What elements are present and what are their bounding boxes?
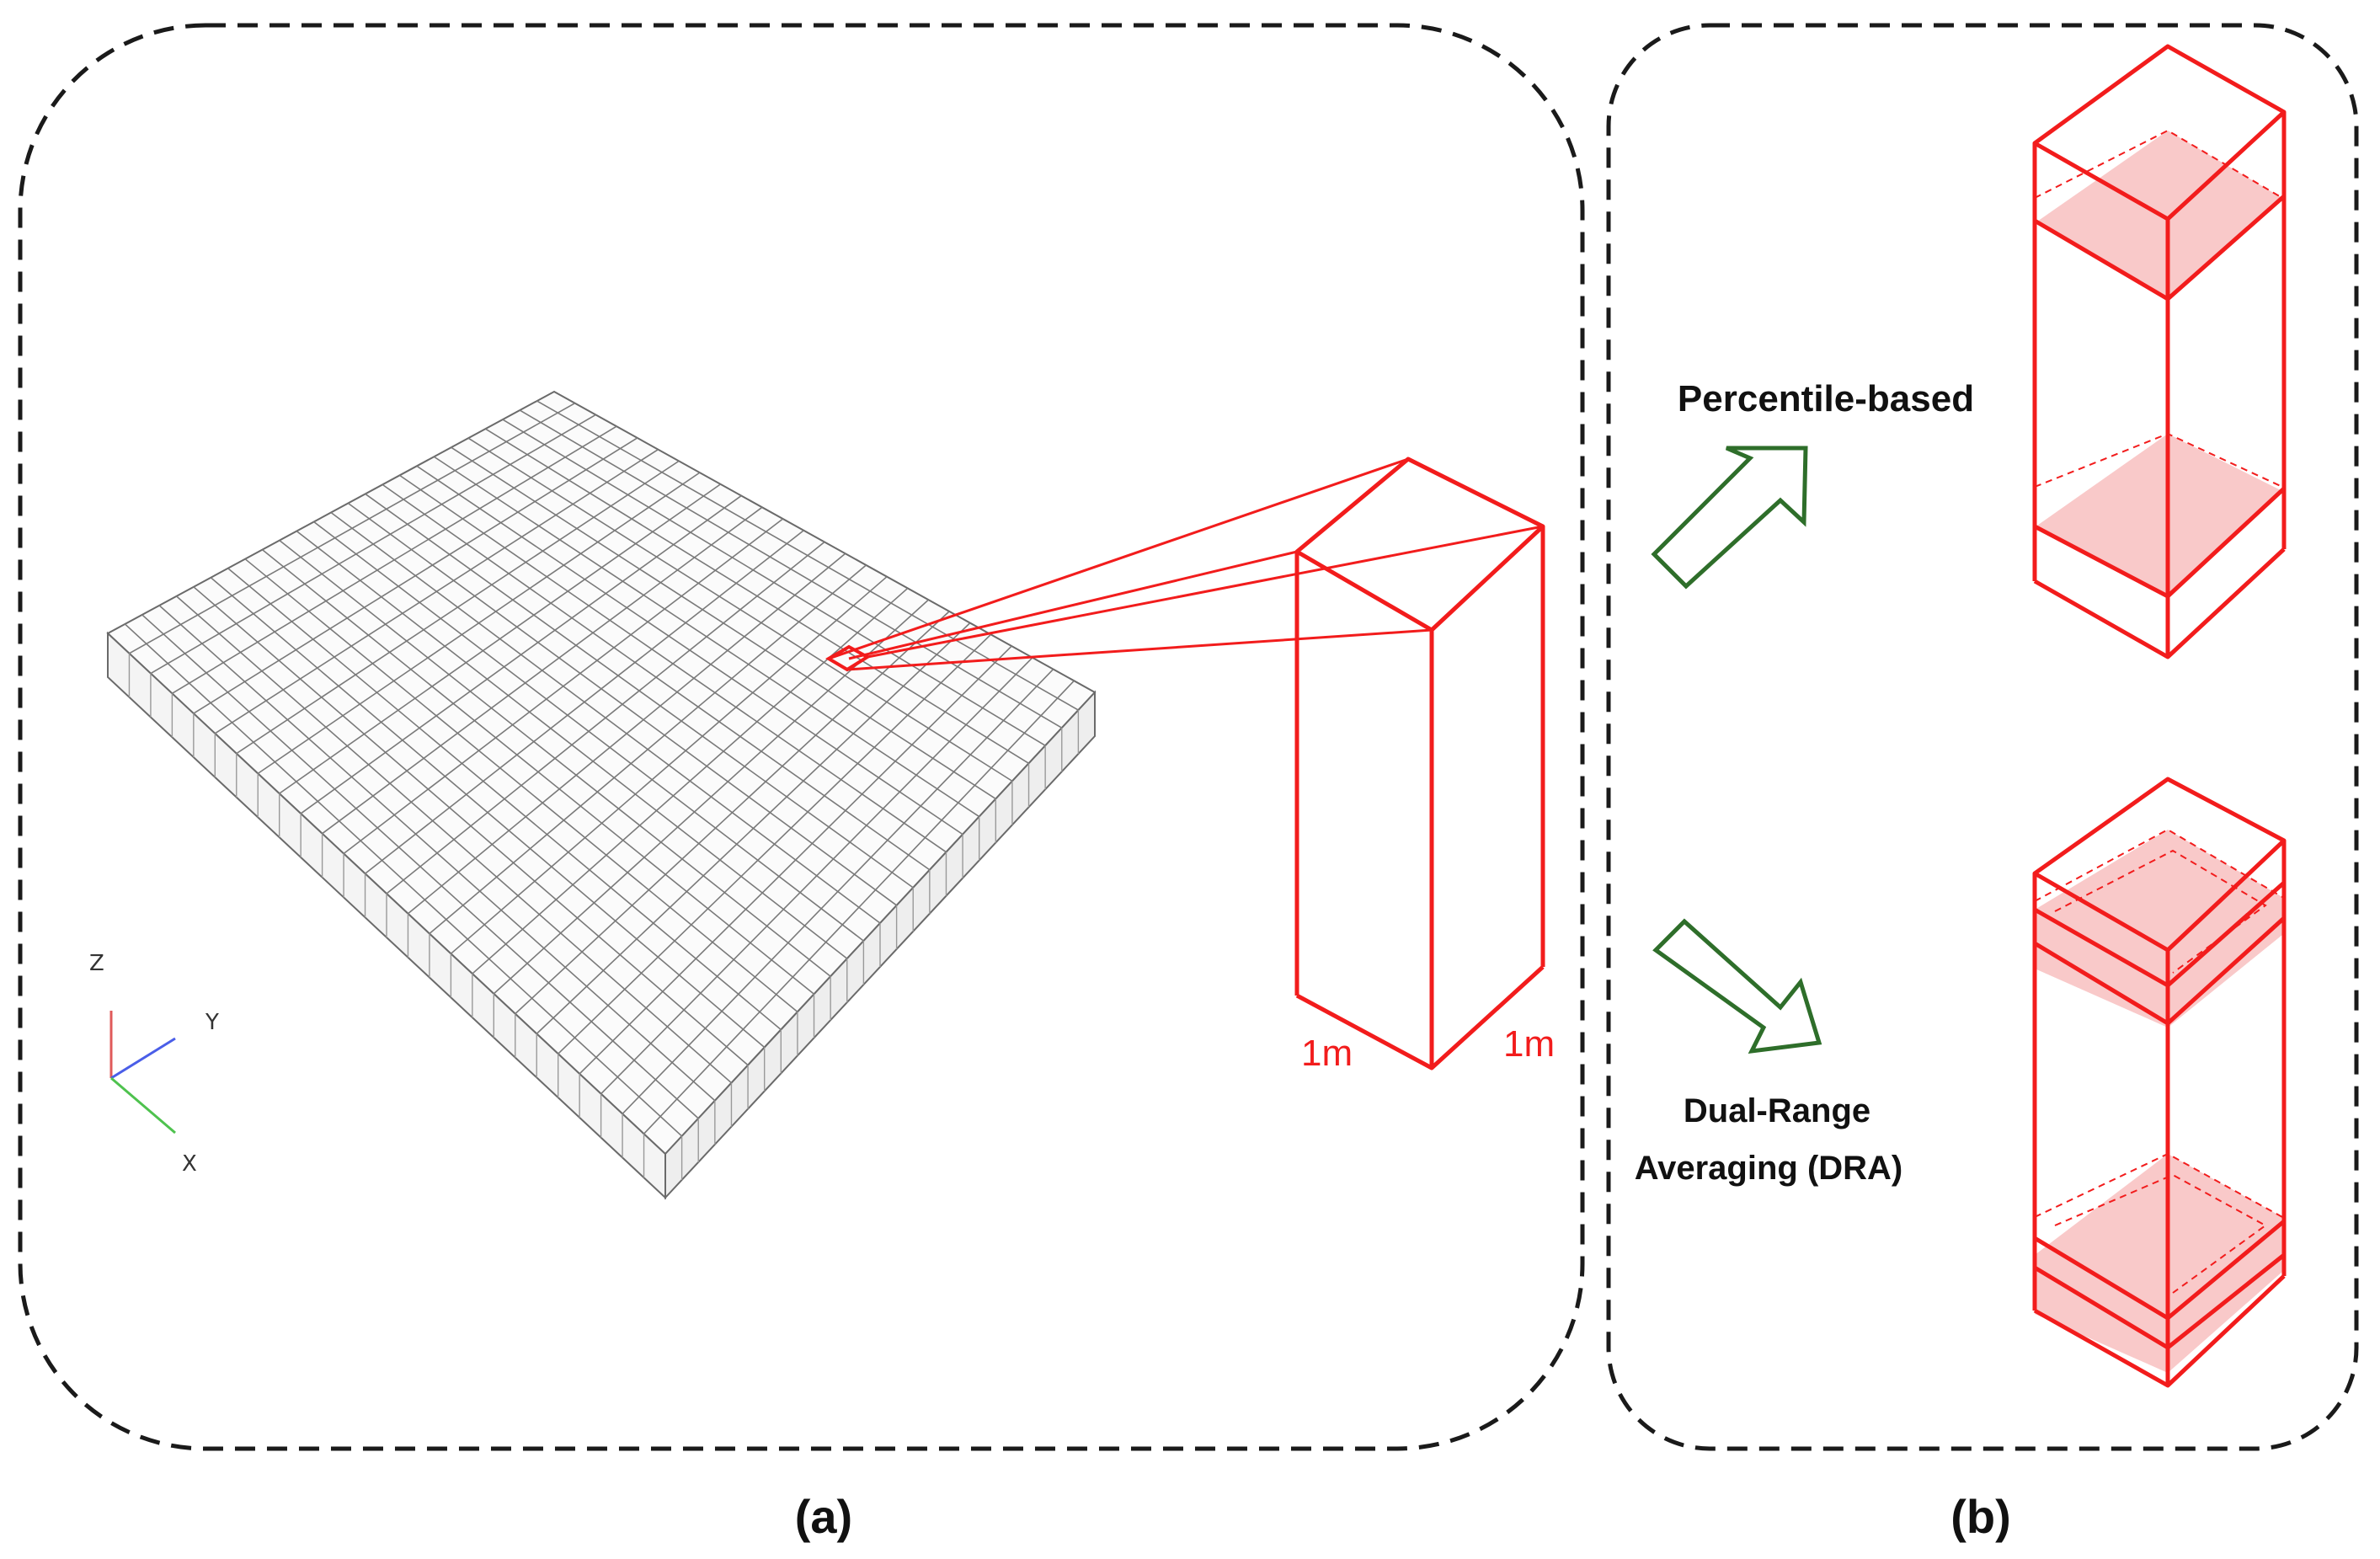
mesh-grid-line: [210, 577, 766, 1049]
callout-line-middle: [848, 550, 1298, 660]
mesh-grid-line: [313, 521, 864, 942]
mesh-grid-line: [176, 595, 732, 1084]
y-axis-line: [110, 1037, 176, 1080]
dra-label-line1: Dual-Range: [1684, 1092, 1870, 1129]
mesh-grid-line: [193, 586, 749, 1066]
mesh-grid-line: [600, 657, 1033, 1095]
percentile-lower-plane: [2033, 487, 2286, 599]
dra-lower-plane-1: [2033, 1220, 2286, 1321]
coordinate-axes: Z Y X: [89, 951, 219, 1177]
mesh-grid-line: [261, 549, 815, 995]
dra-upper-plane-1: [2033, 881, 2286, 988]
panel-a-caption: (a): [795, 1490, 852, 1543]
callout-line-bottom: [846, 628, 1433, 671]
voxel-prism: [1294, 456, 1545, 1070]
y-axis-label: Y: [205, 1010, 219, 1035]
panel-a-frame: [18, 23, 1585, 1451]
dra-prism: [2032, 777, 2287, 1388]
z-axis-label: Z: [89, 951, 104, 976]
mesh-grid-line: [244, 558, 798, 1013]
percentile-arrow: [1651, 446, 1808, 590]
dra-lower-hidden-edges-b: [2054, 1173, 2267, 1294]
prism-width-label: 1m: [1301, 1033, 1353, 1074]
mesh-grid-line: [558, 633, 992, 1054]
dra-arrow: [1652, 918, 1822, 1054]
mesh-grid-line: [279, 539, 831, 977]
dra-upper-plane-2: [2033, 916, 2286, 1026]
x-axis-label: X: [182, 1151, 197, 1177]
mesh-grid-line: [227, 568, 782, 1031]
mesh-grid-line: [407, 553, 846, 915]
mesh-grid-line: [450, 576, 888, 954]
mesh-grid-line: [472, 587, 909, 974]
percentile-lower-band: [2035, 434, 2282, 596]
percentile-label: Percentile-based: [1678, 378, 1974, 419]
dra-label-line2: Averaging (DRA): [1635, 1150, 1903, 1187]
dra-upper-hidden-edges-a: [2034, 828, 2283, 902]
mesh-grid-line: [330, 511, 881, 924]
dra-lower-plane-2: [2033, 1253, 2286, 1350]
mesh-grid-line: [124, 623, 683, 1137]
dra-bottom-edges: [2033, 1274, 2286, 1388]
callout-line-right: [867, 525, 1544, 659]
percentile-upper-hidden-edges: [2034, 129, 2283, 199]
dra-lower-band: [2035, 1154, 2282, 1373]
mesh-grid-line: [296, 530, 848, 959]
mesh-grid-line: [643, 680, 1075, 1135]
mesh-grid-line: [536, 622, 971, 1034]
mesh-grid-line: [158, 605, 716, 1102]
percentile-bottom-edges: [2033, 547, 2286, 659]
panel-b-caption: (b): [1950, 1490, 2011, 1543]
x-axis-line: [110, 1076, 176, 1135]
mesh-grid-line: [622, 668, 1054, 1115]
percentile-prism: [2032, 44, 2287, 659]
zoom-callout: [825, 457, 1544, 672]
mesh-grid-line: [579, 645, 1012, 1075]
mesh-slab: [106, 390, 1097, 1200]
mesh-grid-line: [515, 611, 950, 1015]
prism-bottom-edges: [1295, 965, 1545, 1070]
mesh-grid-line: [429, 564, 867, 935]
mesh-grid-line: [141, 614, 699, 1119]
percentile-upper-plane: [2033, 195, 2286, 302]
callout-line-top: [828, 457, 1409, 660]
prism-depth-label: 1m: [1503, 1023, 1555, 1065]
panel-b-frame: [1606, 23, 2359, 1451]
